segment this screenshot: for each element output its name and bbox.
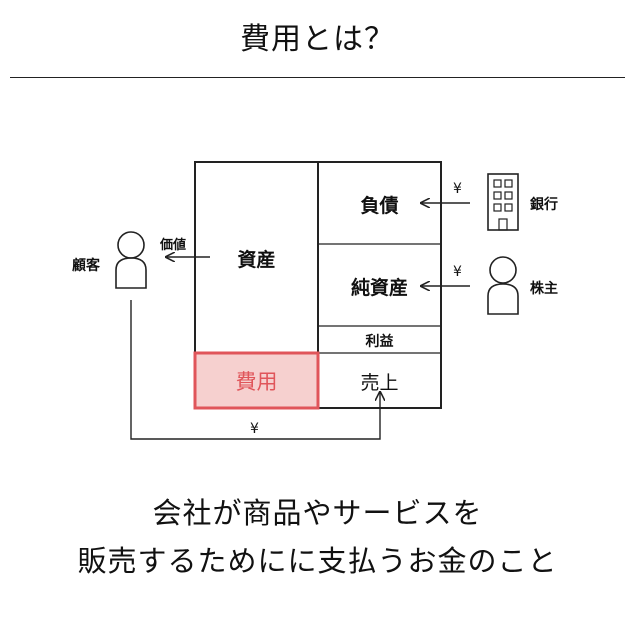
customer-to-sales-payment-arrow: [130, 300, 380, 440]
sales-label: 売上: [360, 372, 399, 394]
bank-label: 銀行: [530, 197, 558, 213]
customer-yen-label: ¥: [250, 421, 259, 437]
value-label: 価値: [160, 238, 187, 253]
net-assets-label: 純資産: [350, 277, 408, 299]
bank-yen-label: ¥: [453, 181, 462, 197]
building-icon: [487, 173, 519, 231]
expense-box: [193, 351, 320, 410]
customer-person-icon: [115, 231, 147, 289]
shareholder-label: 株主: [530, 281, 558, 297]
shareholder-person-icon: [487, 256, 519, 315]
shareholder-yen-label: ¥: [453, 264, 462, 280]
profit-label: 利益: [365, 334, 394, 350]
expenses-label: 費用: [235, 370, 278, 394]
customer-label: 顧客: [72, 258, 100, 274]
page-title: 費用とは？: [240, 22, 395, 57]
caption-line-2: 販売するためにに支払うお金のこと: [77, 544, 558, 578]
title-divider: [10, 77, 625, 78]
caption-line-1: 会社が商品やサービスを: [152, 496, 483, 530]
assets-label: 資産: [237, 249, 276, 271]
liabilities-label: 負債: [360, 195, 399, 217]
